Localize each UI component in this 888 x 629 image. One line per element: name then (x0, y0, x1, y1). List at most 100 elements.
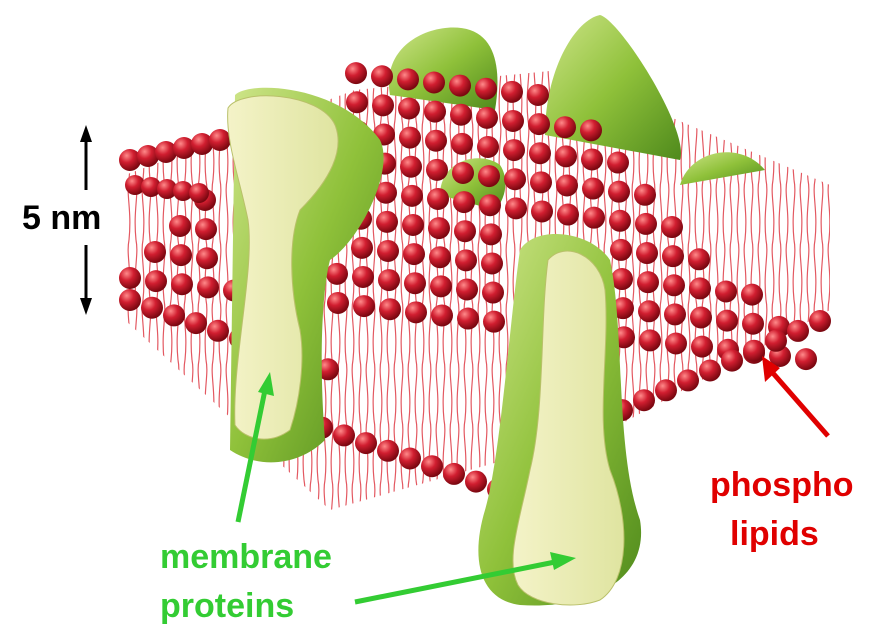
phospholipid-head (483, 311, 505, 333)
phospholipid-head (371, 65, 393, 87)
phospholipid-head (742, 313, 764, 335)
phospholipid-head (583, 207, 605, 229)
phospholipid-head (465, 471, 487, 493)
phospholipid-head (721, 350, 743, 372)
phospholipid-head (451, 133, 473, 155)
phospholipid-head (690, 307, 712, 329)
phospholipid-head (346, 91, 368, 113)
phospholipid-head (454, 220, 476, 242)
phospholipid-head (663, 274, 685, 296)
phospholipid-head (197, 276, 219, 298)
phospholipid-head (688, 248, 710, 270)
phospholipid-head (119, 289, 141, 311)
phospholipid-head (504, 168, 526, 190)
phospholipid-head (479, 194, 501, 216)
phospholipid-head (352, 266, 374, 288)
phospholipid-head (326, 263, 348, 285)
phospholipid-head (443, 463, 465, 485)
phospholipid-head (427, 188, 449, 210)
phospholipid-head (404, 272, 426, 294)
phospholipid-head (405, 301, 427, 323)
phospholipid-head (402, 214, 424, 236)
phospholipid-head (424, 101, 446, 123)
phospholipid-head (379, 298, 401, 320)
phospholipid-head (610, 239, 632, 261)
phospholipid-head (141, 297, 163, 319)
phospholipid-head (609, 210, 631, 232)
phospholipid-head (582, 178, 604, 200)
phospholipid-head (661, 216, 683, 238)
phospholipid-head (531, 200, 553, 222)
phospholipid-head (637, 271, 659, 293)
phospholipid-head (482, 282, 504, 304)
phospholipid-head (145, 270, 167, 292)
phospholipid-head (716, 310, 738, 332)
phospholipid-head (665, 333, 687, 355)
phospholipid-pointer-arrow (762, 356, 828, 436)
phospholipid-head (421, 455, 443, 477)
phospholipid-head (633, 389, 655, 411)
phospholipid-head (741, 284, 763, 306)
phospholipid-head (397, 68, 419, 90)
phospholipid-head (169, 215, 191, 237)
phospholipid-head (715, 281, 737, 303)
membrane-proteins-label-line1: membrane (160, 537, 332, 577)
phospholipid-head (195, 218, 217, 240)
phospholipid-head (378, 269, 400, 291)
phospholipid-head (481, 252, 503, 274)
phospholipid-head (580, 119, 602, 141)
phospholipid-head (376, 211, 398, 233)
phospholipid-head (429, 246, 451, 268)
phospholipid-head (689, 277, 711, 299)
scale-label: 5 nm (22, 198, 101, 238)
phospholipid-head (635, 213, 657, 235)
phospholipid-head (795, 348, 817, 370)
phospholipid-head (372, 94, 394, 116)
phospholipid-head (636, 242, 658, 264)
phospholipid-head (456, 278, 478, 300)
phospholipid-head (403, 243, 425, 265)
phospholipid-head (638, 300, 660, 322)
phospholipid-head (478, 165, 500, 187)
phospholipid-head (327, 292, 349, 314)
phospholipid-head (502, 110, 524, 132)
phospholipid-head (765, 330, 787, 352)
phospholipid-head (333, 424, 355, 446)
phospholipid-head (189, 183, 209, 203)
phospholipid-head (450, 104, 472, 126)
phospholipid-head (608, 181, 630, 203)
phospholipid-head (556, 174, 578, 196)
phospholipid-head (505, 197, 527, 219)
phospholipid-head (355, 432, 377, 454)
phospholipid-head (557, 204, 579, 226)
phospholipid-head (425, 130, 447, 152)
phospholipid-head (171, 273, 193, 295)
phospholipid-head (144, 241, 166, 263)
phospholipid-head (477, 136, 499, 158)
phospholipid-head (351, 237, 373, 259)
phospholipid-head (787, 320, 809, 342)
phospholipid-head (530, 171, 552, 193)
phospholipid-head (455, 249, 477, 271)
phospholipid-head (207, 320, 229, 342)
phospholipid-head (400, 156, 422, 178)
phospholipid-head (430, 275, 452, 297)
phospholipid-head (163, 304, 185, 326)
phospholipid-head (476, 107, 498, 129)
phospholipid-head (809, 310, 831, 332)
phospholipids-label-line1: phospho (710, 465, 854, 505)
phospholipid-head (475, 78, 497, 100)
phospholipid-head (581, 148, 603, 170)
phospholipids-label-line2: lipids (730, 514, 819, 554)
phospholipid-head (399, 127, 421, 149)
phospholipid-head (426, 159, 448, 181)
phospholipid-head (209, 129, 231, 151)
phospholipid-head (119, 267, 141, 289)
phospholipid-head (501, 81, 523, 103)
phospholipid-head (527, 84, 549, 106)
phospholipid-head (503, 139, 525, 161)
phospholipid-head (345, 62, 367, 84)
phospholipid-head (185, 312, 207, 334)
phospholipid-head (639, 329, 661, 351)
